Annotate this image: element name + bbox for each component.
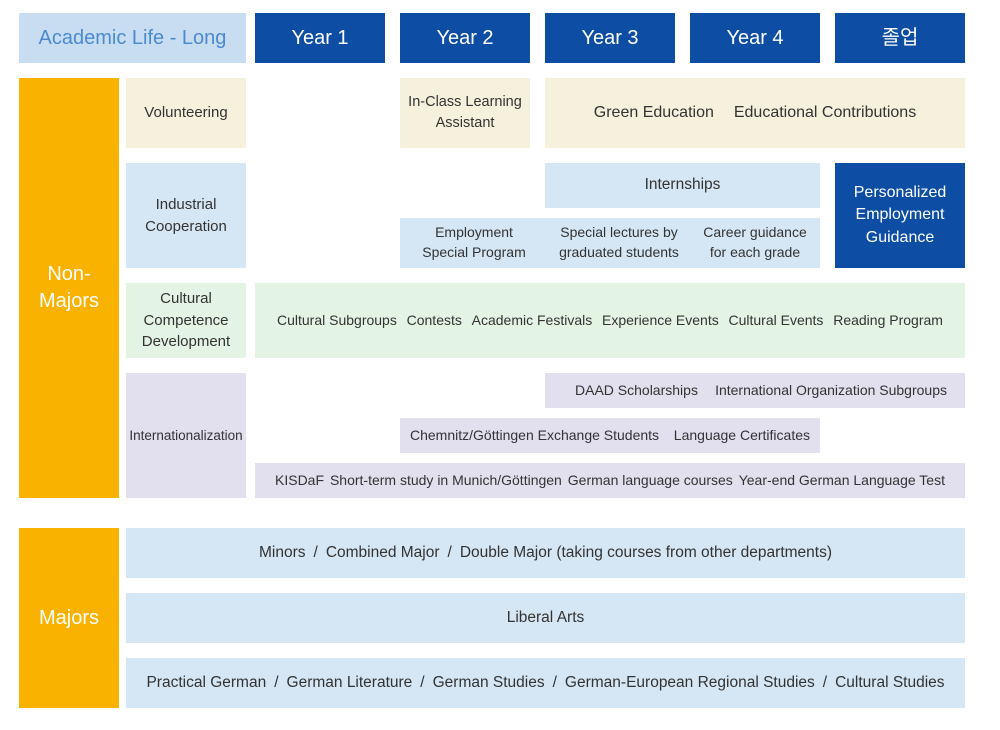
- experience-events: Experience Events: [602, 312, 719, 329]
- minors: Minors: [258, 543, 306, 561]
- cultural-competence-category: Cultural Competence Development: [126, 283, 246, 358]
- year-2-label: Year 2: [436, 26, 494, 49]
- personalized-line1: Personalized: [853, 183, 947, 201]
- german-european-regional-studies: German-European Regional Studies: [564, 673, 815, 691]
- special-lectures: Special lectures by graduated students: [544, 223, 694, 262]
- header-title: Academic Life - Long: [19, 13, 246, 63]
- practical-german: Practical German: [146, 673, 267, 691]
- daad-scholarships: DAAD Scholarships: [575, 382, 698, 399]
- combined-major: Combined Major: [325, 543, 440, 561]
- career-guidance-line2: for each grade: [709, 244, 801, 260]
- volunteering-label: Volunteering: [144, 104, 228, 122]
- cultural-label-line3: Development: [141, 333, 231, 351]
- year-1-label: Year 1: [291, 26, 349, 49]
- header-title-text: Academic Life - Long: [38, 26, 227, 49]
- international-row-1: DAAD Scholarships International Organiza…: [545, 373, 965, 408]
- career-guidance-line1: Career guidance: [703, 224, 807, 241]
- year-4-header: Year 4: [690, 13, 820, 63]
- year-end-german-test: Year-end German Language Test: [738, 472, 945, 489]
- volunteering-activities-box: Green Education Educational Contribution…: [545, 78, 965, 148]
- international-row-3: KISDaF Short-term study in Munich/Göttin…: [255, 463, 965, 498]
- majors-label: Majors: [19, 528, 119, 708]
- kisdaf: KISDaF: [275, 472, 325, 489]
- academic-festivals: Academic Festivals: [471, 312, 593, 329]
- non-majors-label-line2: Majors: [38, 290, 99, 312]
- majors-label-text: Majors: [38, 606, 99, 629]
- double-major: Double Major (taking courses from other …: [459, 543, 833, 561]
- internships-label: Internships: [644, 176, 721, 194]
- german-language-courses: German language courses: [567, 472, 733, 489]
- majors-row-3: Practical German / German Literature / G…: [126, 658, 965, 708]
- industrial-cooperation-category: Industrial Cooperation: [126, 163, 246, 268]
- cultural-label-line2: Competence: [143, 311, 229, 329]
- personalized-line2: Employment: [855, 206, 945, 224]
- cultural-subgroups: Cultural Subgroups: [277, 312, 397, 329]
- separator: /: [822, 673, 828, 691]
- cultural-events: Cultural Events: [728, 312, 824, 329]
- in-class-line2: Assistant: [435, 115, 495, 131]
- separator: /: [552, 673, 557, 691]
- majors-row-1: Minors / Combined Major / Double Major (…: [126, 528, 965, 578]
- liberal-arts: Liberal Arts: [506, 608, 585, 626]
- industrial-label-line1: Industrial: [155, 195, 217, 213]
- non-majors-label: Non- Majors: [19, 78, 119, 498]
- year-4-label: Year 4: [726, 26, 784, 49]
- green-education: Green Education: [593, 104, 714, 122]
- separator: /: [313, 543, 318, 561]
- industrial-programs-box: Employment Special Program Special lectu…: [400, 218, 820, 268]
- graduation-label: 졸업: [881, 26, 919, 49]
- in-class-assistant-box: In-Class Learning Assistant: [400, 78, 530, 148]
- in-class-line1: In-Class Learning: [408, 93, 522, 110]
- volunteering-category: Volunteering: [126, 78, 246, 148]
- employment-program: Employment Special Program: [404, 223, 544, 262]
- employment-line1: Employment: [435, 224, 513, 241]
- cultural-label-line1: Cultural: [160, 289, 212, 307]
- special-lectures-line1: Special lectures by: [560, 224, 678, 241]
- employment-line2: Special Program: [422, 244, 526, 260]
- separator: /: [420, 673, 425, 691]
- special-lectures-line2: graduated students: [559, 244, 679, 260]
- personalized-line3: Guidance: [865, 228, 935, 246]
- internationalization-category: Internationalization: [126, 373, 246, 498]
- internationalization-label: Internationalization: [129, 427, 243, 443]
- year-3-header: Year 3: [545, 13, 675, 63]
- educational-contributions: Educational Contributions: [733, 104, 917, 122]
- short-term-study: Short-term study in Munich/Göttingen: [329, 472, 562, 489]
- separator: /: [274, 673, 279, 691]
- cultural-activities-box: Cultural Subgroups Contests Academic Fes…: [255, 283, 965, 358]
- german-literature: German Literature: [286, 673, 413, 691]
- german-studies: German Studies: [432, 673, 545, 691]
- reading-program: Reading Program: [833, 312, 943, 329]
- cultural-studies: Cultural Studies: [835, 673, 945, 691]
- graduation-header: 졸업: [835, 13, 965, 63]
- language-certificates: Language Certificates: [673, 427, 810, 444]
- separator: /: [447, 543, 452, 561]
- personalized-guidance-box: Personalized Employment Guidance: [835, 163, 965, 268]
- exchange-students: Chemnitz/Göttingen Exchange Students: [410, 427, 660, 444]
- industrial-label-line2: Cooperation: [145, 217, 227, 235]
- career-guidance: Career guidance for each grade: [694, 223, 816, 262]
- international-row-2: Chemnitz/Göttingen Exchange Students Lan…: [400, 418, 820, 453]
- year-3-label: Year 3: [581, 26, 639, 49]
- year-1-header: Year 1: [255, 13, 385, 63]
- internships-box: Internships: [545, 163, 820, 208]
- year-2-header: Year 2: [400, 13, 530, 63]
- non-majors-label-line1: Non-: [47, 263, 91, 285]
- international-organization-subgroups: International Organization Subgroups: [715, 382, 947, 399]
- contests: Contests: [406, 312, 462, 329]
- majors-row-2: Liberal Arts: [126, 593, 965, 643]
